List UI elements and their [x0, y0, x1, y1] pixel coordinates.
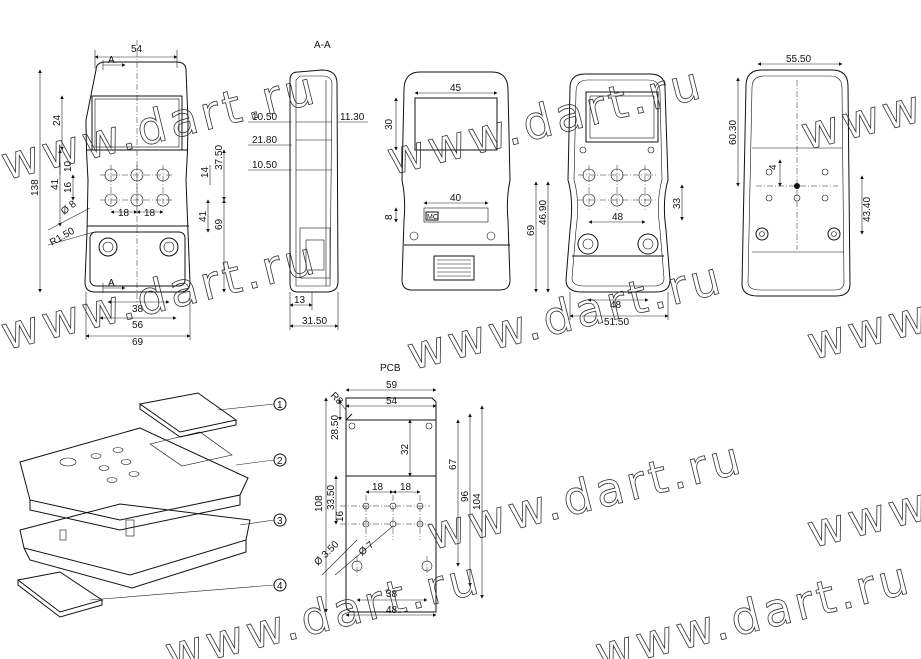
inner-keypad	[578, 165, 656, 210]
dim-pcb-18b: 18	[400, 482, 412, 493]
dim-top-45: 45	[450, 83, 462, 94]
dim-inner-4690: 46.90	[538, 200, 549, 225]
watermark-9: www.dart.ru	[160, 550, 488, 659]
arrow-a-top-label: A	[108, 55, 115, 66]
dim-pcb-2850: 28.50	[330, 415, 341, 440]
dim-pcb-104: 104	[472, 493, 483, 510]
dim-front-dia8: Ø 8	[59, 199, 79, 218]
dim-pcb-67: 67	[448, 458, 459, 470]
inner-view	[534, 73, 684, 320]
pcb-view	[321, 388, 484, 617]
dim-pcb-48: 48	[386, 605, 398, 616]
dim-pcb-59: 59	[386, 380, 398, 391]
dim-pcb-96: 96	[460, 490, 471, 502]
dim-top-40: 40	[450, 193, 462, 204]
dim-front-69h: 69	[132, 337, 144, 348]
watermark-4: www.dart.ru	[402, 250, 730, 381]
top-view	[394, 71, 511, 291]
dim-side-1050b: 10.50	[252, 160, 277, 171]
dim-front-24: 24	[52, 114, 63, 126]
dim-side-13: 13	[294, 295, 306, 306]
dim-front-54: 54	[131, 44, 143, 55]
dim-front-16: 16	[63, 181, 74, 193]
dim-front-41: 41	[50, 178, 61, 190]
dim-pcb-r8: R8	[328, 390, 345, 407]
dim-pcb-54: 54	[386, 396, 398, 407]
arrow-a-bottom-label: A	[108, 278, 115, 289]
dim-front-3750: 37.50	[214, 145, 225, 170]
dim-inner-48a: 48	[612, 212, 624, 223]
watermark-7: www.dart.ru	[802, 240, 921, 371]
dim-pcb-38: 38	[386, 589, 398, 600]
pcb-keypad	[340, 495, 430, 540]
mc-badge: MC	[427, 214, 438, 221]
dim-back-5550: 55.50	[786, 54, 811, 65]
dim-pcb-32: 32	[400, 443, 411, 455]
callout-4: 4	[277, 581, 283, 592]
dim-front-69v: 69	[214, 218, 225, 230]
watermark-6: www.dart.ru	[796, 30, 921, 161]
dim-front-138: 138	[30, 179, 41, 196]
watermark-2: www.dart.ru	[0, 230, 323, 361]
watermark-3: www.dart.ru	[382, 55, 710, 186]
watermark-5: www.dart.ru	[422, 430, 750, 561]
watermark-1: www.dart.ru	[0, 60, 323, 191]
dim-inner-33: 33	[672, 197, 683, 209]
dim-pcb-16: 16	[335, 510, 346, 522]
dim-pcb-18a: 18	[372, 482, 384, 493]
pcb-title: PCB	[380, 363, 401, 374]
dim-side-1130: 11.30	[340, 112, 365, 123]
callout-2: 2	[277, 456, 283, 467]
part-3-bottom-shell	[19, 503, 251, 576]
grille	[437, 259, 471, 277]
dim-front-18a: 18	[118, 208, 130, 219]
dim-front-38: 38	[132, 304, 144, 315]
dim-pcb-108: 108	[314, 495, 325, 512]
watermark-10: www.dart.ru	[590, 550, 918, 659]
dim-front-18b: 18	[144, 208, 156, 219]
dim-side-3150: 31.50	[302, 316, 327, 327]
dim-back-4: 4	[768, 164, 779, 170]
part-4-battery-cover	[16, 571, 104, 613]
callout-1: 1	[277, 400, 283, 411]
watermark-8: www.dart.ru	[802, 428, 921, 559]
dim-inner-48b: 48	[610, 300, 622, 311]
dim-top-30: 30	[384, 118, 395, 130]
part-1-screen-cover	[138, 392, 238, 433]
section-a-a-title: A-A	[314, 40, 331, 51]
callout-leaders	[89, 397, 287, 601]
exploded-view	[16, 392, 287, 618]
front-view	[38, 40, 226, 340]
dim-back-4340: 43.40	[862, 197, 873, 222]
dim-pcb-3350: 33.50	[326, 485, 337, 510]
dim-side-2180: 21.80	[252, 135, 277, 146]
side-section-view	[248, 69, 368, 330]
dim-top-8: 8	[384, 214, 395, 220]
dim-front-14: 14	[200, 166, 211, 178]
back-view	[736, 62, 864, 297]
dim-front-r150: R1.50	[48, 226, 77, 249]
dim-front-56: 56	[132, 320, 144, 331]
dim-side-1050a: 10.50	[252, 112, 277, 123]
dim-inner-69: 69	[526, 224, 537, 236]
dim-front-10: 10	[63, 160, 74, 172]
dim-front-41b: 41	[198, 210, 209, 222]
dim-back-6030: 60.30	[728, 120, 739, 145]
callout-3: 3	[277, 516, 283, 527]
dim-inner-5150: 51.50	[604, 317, 629, 328]
dim-pcb-dia350: Ø 3.50	[312, 539, 341, 568]
